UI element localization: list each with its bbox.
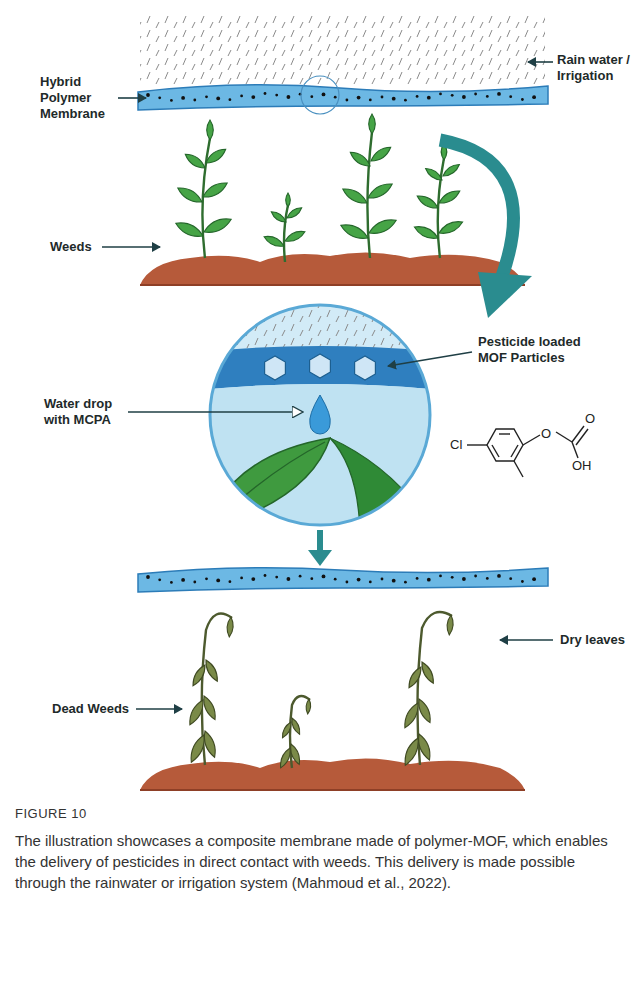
figure-number: FIGURE 10 xyxy=(15,806,87,821)
callout-label: Pesticide loaded MOF Particles xyxy=(478,334,602,366)
atom-label: OH xyxy=(572,459,592,473)
callout-label: Dry leaves xyxy=(560,632,625,648)
atom-label: O xyxy=(585,412,595,426)
callout-label: Water drop with MCPA xyxy=(44,396,128,428)
atom-label: Cl xyxy=(450,438,462,452)
atom-label: O xyxy=(541,427,551,441)
callout-label: Weeds xyxy=(50,239,92,255)
callout-label: Hybrid Polymer Membrane xyxy=(40,74,116,122)
figure-caption: The illustration showcases a composite m… xyxy=(15,830,615,893)
callout-label: Rain water / Irrigation xyxy=(557,52,637,84)
callout-label: Dead Weeds xyxy=(52,701,129,717)
